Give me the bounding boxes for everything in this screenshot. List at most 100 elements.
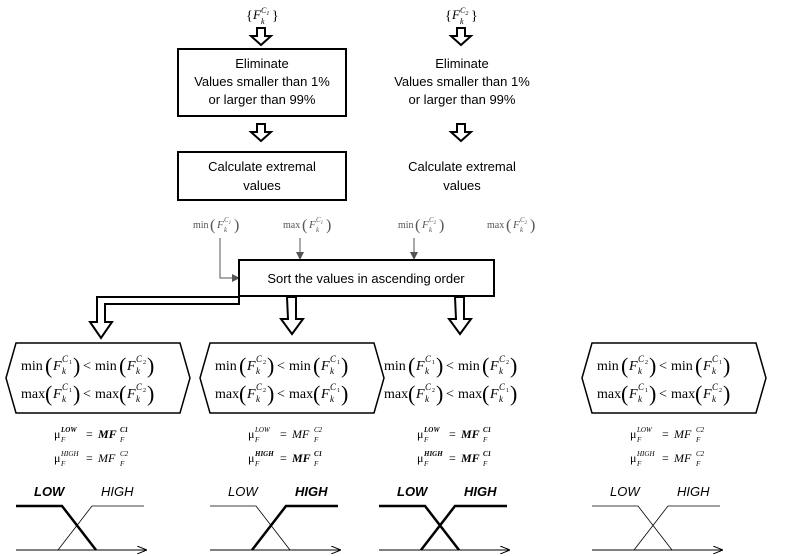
down-arrow	[448, 123, 474, 143]
mf-superscript: C1	[314, 450, 322, 458]
svg-text:F: F	[308, 219, 316, 231]
svg-text:C2: C2	[429, 216, 437, 226]
f-symbol: F	[246, 387, 256, 402]
low-label: LOW	[397, 484, 429, 499]
mf-subscript: F	[695, 436, 701, 444]
eliminate-c2-line1: Eliminate	[435, 56, 488, 71]
mu-symbol: μ	[417, 427, 423, 441]
paren: (	[695, 353, 702, 378]
equals: =	[449, 451, 456, 465]
paren: )	[73, 381, 80, 406]
svg-text:C1: C1	[224, 216, 231, 226]
mu-subscript: F	[254, 460, 260, 468]
svg-text:k: k	[429, 226, 433, 234]
paren: )	[267, 381, 274, 406]
paren: (	[119, 381, 126, 406]
mf-symbol: MF	[97, 451, 116, 465]
f-subscript: k	[62, 366, 67, 376]
equals: =	[86, 451, 93, 465]
mf-symbol: MF	[291, 451, 311, 465]
cond-func: min	[458, 359, 480, 374]
eliminate-line3: or larger than 99%	[209, 92, 316, 107]
high-membership-line	[57, 505, 144, 551]
f-superscript: C	[330, 354, 337, 364]
f-class-index: 2	[432, 388, 435, 394]
sort-box	[238, 259, 495, 297]
mu-superscript: HIGH	[254, 450, 274, 458]
svg-text:C2: C2	[520, 216, 528, 226]
f-subscript: k	[712, 366, 717, 376]
f-class-index: 1	[69, 388, 72, 394]
f-class-index: 2	[143, 360, 146, 366]
f-superscript: C	[425, 382, 432, 392]
cond-func: max	[289, 387, 313, 402]
mu-symbol: μ	[248, 451, 254, 465]
cond-func: max	[215, 387, 239, 402]
f-class-index: 2	[506, 360, 509, 366]
calculate-line2: values	[243, 178, 281, 193]
equals: =	[86, 427, 93, 441]
calculate-c2-line1: Calculate extremal	[408, 159, 516, 174]
svg-text:(: (	[210, 217, 215, 234]
mf-superscript: C1	[483, 426, 491, 434]
less-than: <	[659, 359, 667, 374]
mf-symbol: MF	[673, 427, 692, 441]
f-symbol: F	[246, 359, 256, 374]
cond-func: min	[95, 359, 117, 374]
paren: )	[649, 381, 656, 406]
cond-func: max	[458, 387, 482, 402]
mf-symbol: MF	[97, 427, 117, 441]
high-membership-line	[633, 505, 720, 551]
f-class-index: 2	[719, 388, 722, 394]
branch-arrow-case1	[88, 296, 240, 340]
mf-superscript: C2	[314, 426, 323, 434]
mu-subscript: F	[636, 460, 642, 468]
extremum-max-c1: max ( F C1 k )	[283, 216, 331, 234]
paren: (	[482, 353, 489, 378]
paren: (	[45, 381, 52, 406]
eliminate-line2: Values smaller than 1%	[194, 74, 330, 89]
paren: (	[239, 353, 246, 378]
f-class-index: 1	[337, 360, 340, 366]
f-superscript: C	[425, 354, 432, 364]
mu-subscript: F	[60, 460, 66, 468]
less-than: <	[277, 387, 285, 402]
sort-label: Sort the values in ascending order	[267, 271, 465, 286]
mu-subscript: F	[60, 436, 66, 444]
paren: (	[45, 353, 52, 378]
f-symbol: F	[320, 387, 330, 402]
mf-subscript: F	[119, 460, 125, 468]
svg-text:max: max	[487, 220, 504, 231]
paren: (	[119, 353, 126, 378]
svg-text:{: {	[246, 9, 253, 24]
f-subscript: k	[499, 394, 504, 404]
low-membership-line	[210, 505, 291, 551]
extremum-max-c2: max ( F C2 k )	[487, 216, 535, 234]
f-subscript: k	[712, 394, 717, 404]
eliminate-line1: Eliminate	[235, 56, 288, 71]
equals: =	[449, 427, 456, 441]
mu-symbol: μ	[248, 427, 254, 441]
low-membership-line	[379, 504, 460, 551]
paren: (	[621, 381, 628, 406]
svg-text:C1: C1	[316, 216, 323, 226]
f-superscript: C	[62, 354, 69, 364]
paren: )	[341, 353, 348, 378]
calculate-c2-line2: values	[443, 178, 481, 193]
cond-func: max	[95, 387, 119, 402]
svg-text:(: (	[302, 217, 307, 234]
paren: )	[510, 381, 517, 406]
paren: )	[341, 381, 348, 406]
down-arrow	[248, 123, 274, 143]
f-class-index: 1	[69, 360, 72, 366]
less-than: <	[277, 359, 285, 374]
mf-subscript: F	[482, 460, 488, 468]
svg-text:k: k	[261, 17, 265, 26]
extrema-connectors	[219, 238, 418, 282]
svg-text:F: F	[512, 219, 520, 231]
f-class-index: 2	[263, 388, 266, 394]
f-symbol: F	[628, 387, 638, 402]
f-superscript: C	[712, 354, 719, 364]
